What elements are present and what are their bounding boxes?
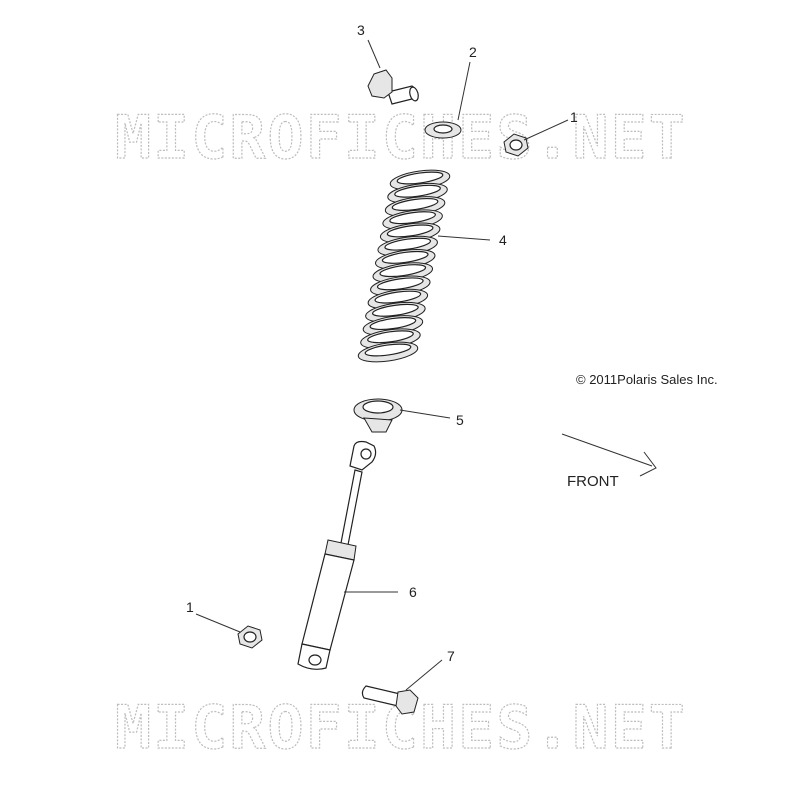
spring-coil-inner <box>369 317 417 331</box>
spring-coil-inner <box>381 250 429 264</box>
spring-coil-inner <box>384 237 432 251</box>
spring-coil-inner <box>379 264 427 278</box>
spring-coil-inner <box>394 184 441 198</box>
nut-bottom <box>237 625 263 649</box>
nut-top <box>503 133 529 157</box>
spring-coil-inner <box>396 171 444 185</box>
spring-coil-inner <box>371 303 419 317</box>
bolt-bottom <box>361 685 419 715</box>
spring-coil-inner <box>386 224 434 238</box>
spring-coil-inner <box>391 197 439 211</box>
callout-7: 7 <box>447 648 455 664</box>
bolt-top <box>367 69 419 105</box>
callout-6: 6 <box>409 584 417 600</box>
spring-coil-inner <box>376 277 424 291</box>
coil-spring <box>357 169 451 363</box>
shock-absorber <box>297 440 377 670</box>
callout-5: 5 <box>456 412 464 428</box>
front-label: FRONT <box>567 473 619 490</box>
spring-coil-inner <box>389 211 437 225</box>
copyright-text: © 2011Polaris Sales Inc. <box>576 372 718 387</box>
spring-retainer <box>353 398 403 433</box>
washer <box>424 121 462 139</box>
spring-coil-inner <box>374 290 422 304</box>
callout-1-bottom: 1 <box>186 599 194 615</box>
spring-coil-inner <box>364 343 412 357</box>
front-arrow-icon <box>561 433 657 477</box>
callout-2: 2 <box>469 44 477 60</box>
callout-4: 4 <box>499 232 507 248</box>
callout-3: 3 <box>357 22 365 38</box>
watermark-top: MICROFICHES.NET <box>115 103 687 173</box>
callout-1-top: 1 <box>570 109 578 125</box>
spring-coil-inner <box>367 330 414 344</box>
